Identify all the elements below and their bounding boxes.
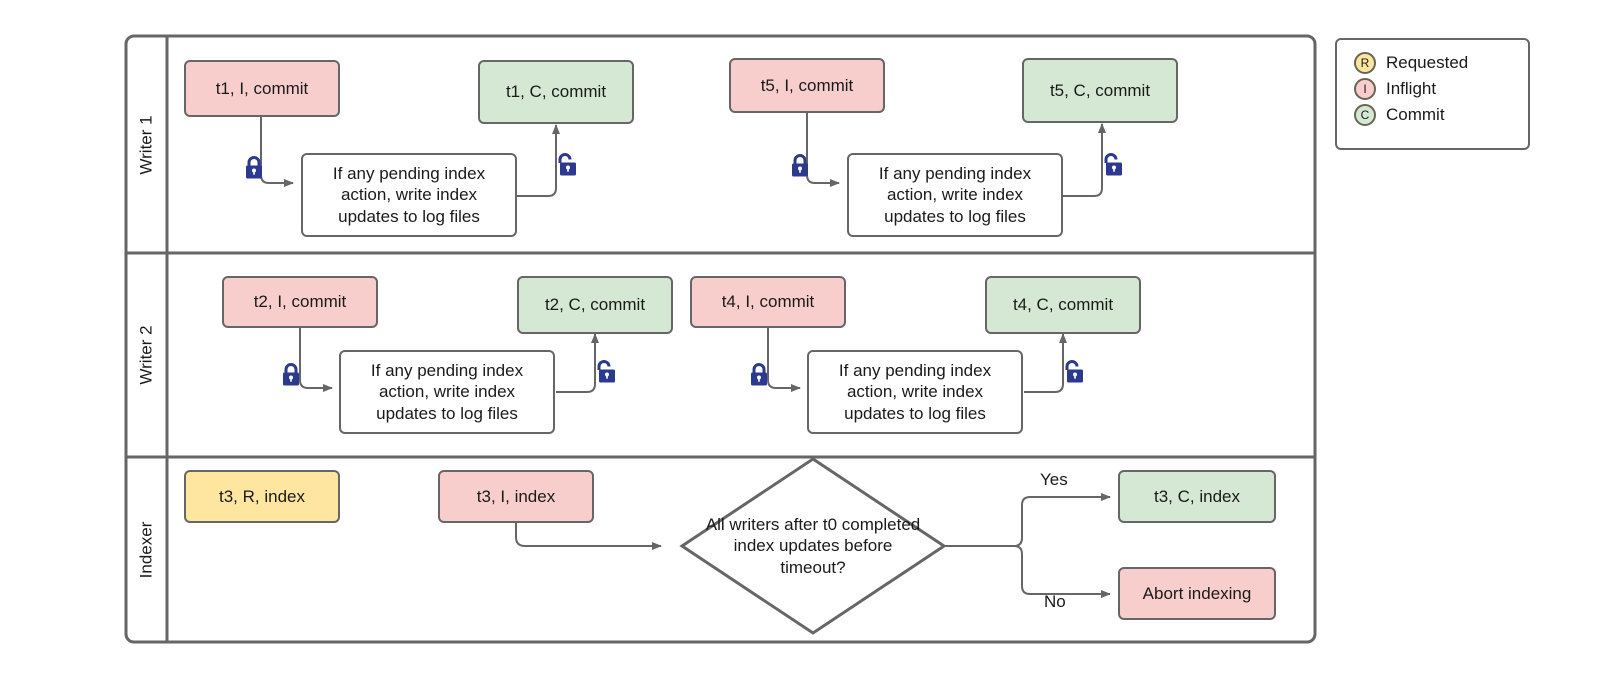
process-writer2-b[interactable]: If any pending index action, write index… [807, 350, 1023, 434]
edge-process-to-t2-commit [556, 333, 599, 393]
lane-label-indexer-text: Indexer [136, 521, 156, 578]
node-t4-commit-commit[interactable]: t4, C, commit [985, 276, 1141, 334]
edge-process-to-t4-commit [1024, 333, 1067, 393]
node-t3-requested-index[interactable]: t3, R, index [184, 470, 340, 523]
node-t3-inflight-index[interactable]: t3, I, index [438, 470, 594, 523]
process-writer1-a[interactable]: If any pending index action, write index… [301, 153, 517, 237]
lock-open-icon-t1 [553, 151, 579, 177]
edge-t2-inflight-to-process [299, 328, 333, 392]
legend-label-requested: Requested [1386, 53, 1469, 72]
lock-open-icon-t4 [1060, 358, 1086, 384]
lock-open-icon-t5 [1099, 151, 1125, 177]
node-t5-inflight-commit[interactable]: t5, I, commit [729, 58, 885, 113]
edge-process-to-t1-commit [517, 124, 560, 197]
branch-label-yes: Yes [1040, 470, 1068, 489]
lane-label-writer2-text: Writer 2 [136, 325, 156, 385]
pool-frame [124, 34, 1317, 644]
legend-label-inflight: Inflight [1386, 79, 1437, 98]
edge-decision-yes [944, 493, 1111, 547]
process-writer1-b[interactable]: If any pending index action, write index… [847, 153, 1063, 237]
lock-closed-icon-t2 [278, 361, 304, 387]
legend-panel: R Requested I Inflight C Commit [1335, 38, 1530, 150]
node-abort-indexing[interactable]: Abort indexing [1118, 567, 1276, 620]
lane-label-writer1-text: Writer 1 [136, 114, 156, 175]
legend-label-commit: Commit [1386, 105, 1445, 124]
edge-process-to-t5-commit [1063, 123, 1106, 197]
node-t4-inflight-commit[interactable]: t4, I, commit [690, 276, 846, 328]
node-t5-commit-commit[interactable]: t5, C, commit [1022, 58, 1178, 123]
lock-closed-icon-t1 [241, 154, 267, 180]
legend-badge-requested-icon: R [1354, 52, 1376, 74]
lock-closed-icon-t5 [787, 152, 813, 178]
legend-badge-inflight-icon: I [1354, 78, 1376, 100]
node-t1-commit-commit[interactable]: t1, C, commit [478, 60, 634, 124]
legend-item-requested: R Requested [1354, 52, 1468, 74]
node-t3-commit-index[interactable]: t3, C, index [1118, 470, 1276, 523]
legend-item-commit: C Commit [1354, 104, 1445, 126]
lock-closed-icon-t4 [746, 361, 772, 387]
lane-label-writer2: Writer 2 [126, 253, 167, 457]
node-t1-inflight-commit[interactable]: t1, I, commit [184, 60, 340, 117]
decision-label: All writers after t0 completed index upd… [705, 515, 921, 577]
edge-t3-inflight-to-decision [515, 523, 662, 550]
decision-diamond [679, 457, 947, 635]
process-writer2-a[interactable]: If any pending index action, write index… [339, 350, 555, 434]
legend-item-inflight: I Inflight [1354, 78, 1436, 100]
legend-badge-commit-icon: C [1354, 104, 1376, 126]
lane-label-indexer: Indexer [126, 457, 167, 642]
edge-decision-no [944, 545, 1111, 598]
lane-label-writer1: Writer 1 [126, 36, 167, 253]
branch-label-no: No [1044, 592, 1066, 611]
lock-open-icon-t2 [592, 358, 618, 384]
node-t2-commit-commit[interactable]: t2, C, commit [517, 276, 673, 334]
node-t2-inflight-commit[interactable]: t2, I, commit [222, 276, 378, 328]
edge-t4-inflight-to-process [767, 328, 801, 392]
